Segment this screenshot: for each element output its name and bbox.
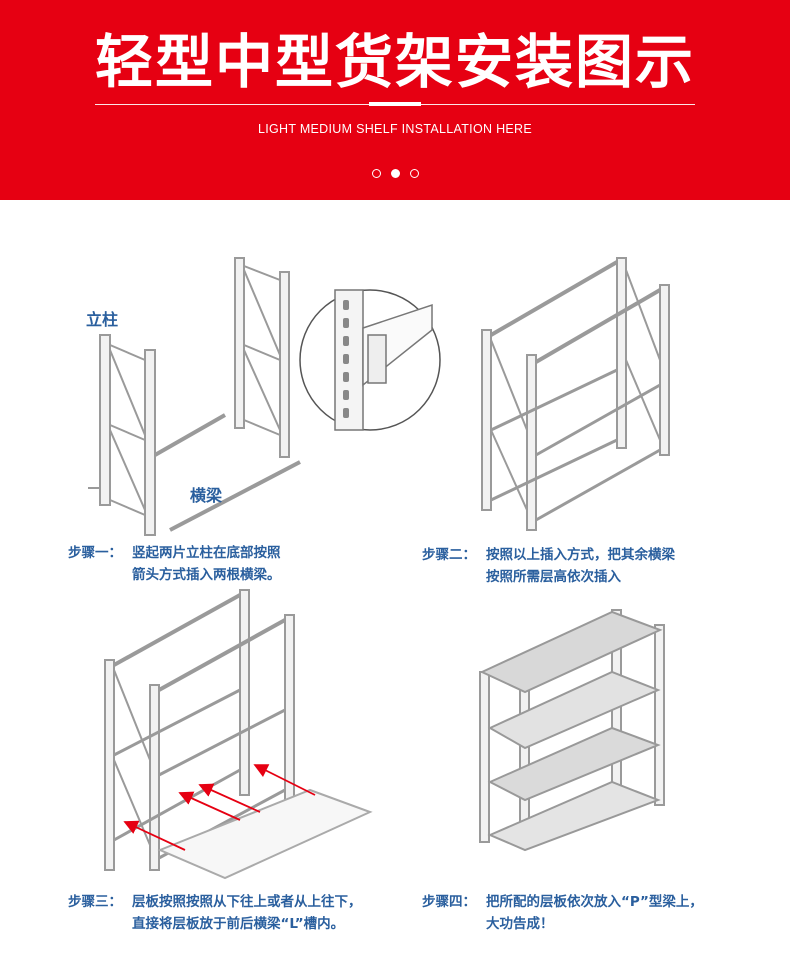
slide-indicator (0, 163, 790, 182)
step-3-line2: 直接将层板放于前后横梁“L”槽内。 (132, 916, 345, 932)
step2-figure (481, 257, 670, 531)
page-title: 轻型中型货架安装图示 (94, 28, 695, 96)
page-subtitle: LIGHT MEDIUM SHELF INSTALLATION HERE (257, 122, 533, 136)
step-4-line2: 大功告成！ (486, 916, 554, 932)
indicator-dot-active (390, 169, 400, 178)
step3-figure (104, 589, 373, 880)
step-1-heading: 步骤一： (68, 545, 122, 561)
step1-figure (88, 257, 301, 536)
step-4-line1: 把所配的层板依次放入“P”型梁上， (486, 894, 703, 910)
step-3-heading: 步骤三： (68, 894, 122, 910)
installation-illustrations (88, 257, 670, 880)
step-2-line2: 按照所需层高依次插入 (486, 569, 621, 585)
step1-detail-magnifier (299, 289, 441, 431)
step-3-text: 步骤三： 层板按照按照从下往上或者从上往下， 直接将层板放于前后横梁“L”槽内。 (68, 891, 362, 935)
step-4-text: 步骤四： 把所配的层板依次放入“P”型梁上， 大功告成！ (422, 891, 703, 935)
step-3-line1: 层板按照按照从下往上或者从上往下， (132, 894, 362, 910)
step-2-text: 步骤二： 按照以上插入方式，把其余横梁 按照所需层高依次插入 (422, 544, 675, 588)
column-label: 立柱 (86, 310, 119, 329)
step-1-text: 步骤一： 竖起两片立柱在底部按照 箭头方式插入两根横梁。 (68, 542, 281, 586)
step-2-line1: 按照以上插入方式，把其余横梁 (486, 547, 675, 563)
step-1-line2: 箭头方式插入两根横梁。 (132, 567, 281, 583)
indicator-dot (409, 169, 419, 178)
step-1-line1: 竖起两片立柱在底部按照 (132, 545, 281, 561)
step-4-heading: 步骤四： (422, 894, 476, 910)
indicator-dot (371, 169, 381, 178)
step-2-heading: 步骤二： (422, 547, 476, 563)
step4-figure (479, 609, 665, 852)
beam-label: 横梁 (190, 486, 223, 505)
title-underline-accent (369, 102, 421, 106)
header-banner: 轻型中型货架安装图示 LIGHT MEDIUM SHELF INSTALLATI… (0, 0, 790, 200)
